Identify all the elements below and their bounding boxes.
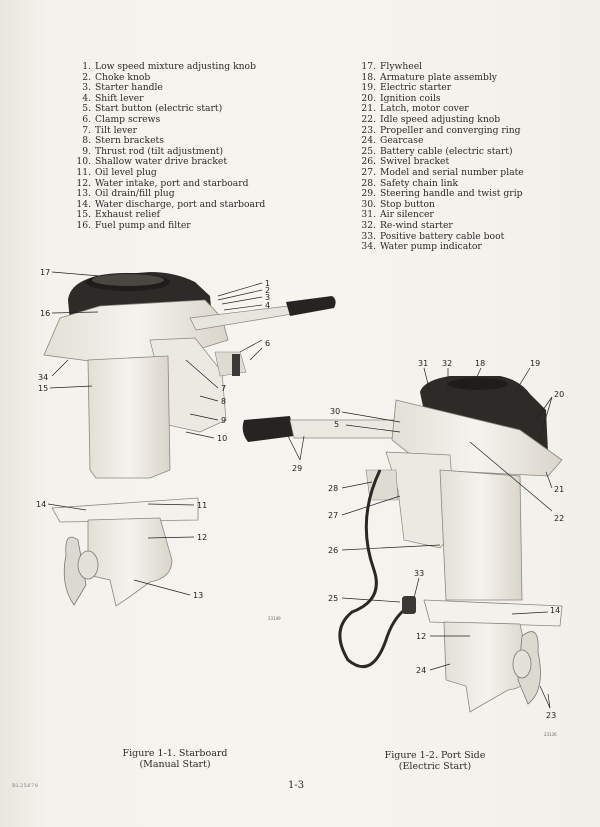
list-item: 1.Low speed mixture adjusting knob [82,61,256,72]
svg-text:23136: 23136 [544,732,557,737]
document-code: BL25678 [12,783,39,789]
svg-text:10: 10 [217,434,227,443]
list-item: 30.Stop button [361,198,435,210]
svg-text:11: 11 [197,501,207,510]
svg-text:15: 15 [38,384,48,393]
starboard-callout-labels: 17 1 2 3 4 16 6 34 15 7 8 9 10 14 11 12 … [36,268,281,621]
list-item: 10.Shallow water drive bracket [76,156,228,168]
list-item: 12.Water intake, port and starboard [76,177,249,189]
list-item: 27.Model and serial number plate [361,166,524,178]
svg-text:26: 26 [328,546,338,555]
svg-text:22: 22 [554,514,564,523]
svg-text:20: 20 [554,390,564,399]
list-item: 31.Air silencer [361,209,434,221]
list-item: 2.Choke knob [82,71,151,83]
svg-text:6: 6 [265,339,270,348]
svg-text:12: 12 [197,533,207,542]
svg-text:34: 34 [38,373,48,382]
svg-text:7: 7 [221,384,226,393]
svg-text:29: 29 [292,464,302,473]
svg-text:3: 3 [265,293,270,302]
list-item: 32.Re-wind starter [361,219,453,231]
starboard-motor-illustration [43,272,336,607]
svg-text:21: 21 [554,485,564,494]
page-number: 1-3 [288,780,305,791]
list-item: 19.Electric starter [361,82,452,94]
svg-text:30: 30 [330,407,340,416]
svg-text:33: 33 [414,569,424,578]
port-callouts [287,367,553,709]
list-item: 33.Positive battery cable boot [361,230,505,242]
svg-text:9: 9 [221,416,226,425]
svg-text:25: 25 [328,594,338,603]
svg-text:14: 14 [36,500,46,509]
svg-text:19: 19 [530,359,540,368]
list-item: 3.Starter handle [82,82,163,94]
svg-text:5: 5 [334,420,339,429]
list-item: 16.Fuel pump and filter [76,219,191,231]
port-motor-illustration [242,376,563,713]
svg-text:28: 28 [328,484,338,493]
port-callout-labels: 31 32 18 19 20 30 5 29 28 27 21 22 26 33… [292,359,564,737]
list-item: 5.Start button (electric start) [82,103,223,115]
list-item: 23.Propeller and converging ring [361,124,521,136]
list-item: 25.Battery cable (electric start) [361,145,513,157]
svg-text:16: 16 [40,309,50,318]
svg-text:1: 1 [265,279,270,288]
svg-text:23149: 23149 [268,616,281,621]
figure-caption-starboard: Figure 1-1. Starboard (Manual Start) [122,748,228,770]
starboard-callouts [47,271,263,596]
list-item: 24.Gearcase [361,135,424,147]
list-item: 4.Shift lever [82,92,144,104]
list-item: 11.Oil level plug [76,166,157,178]
list-item: 26.Swivel bracket [361,156,450,168]
svg-text:24: 24 [416,666,426,675]
svg-text:32: 32 [442,359,452,368]
parts-list-left: 1.Low speed mixture adjusting knob 2.Cho… [70,61,266,232]
svg-text:31: 31 [418,359,428,368]
list-item: 15.Exhaust relief [76,209,161,221]
list-item: 22.Idle speed adjusting knob [361,113,501,125]
list-item: 14.Water discharge, port and starboard [76,198,266,210]
svg-text:23: 23 [546,711,556,720]
list-item: 18.Armature plate assembly [361,71,497,83]
list-item: 34.Water pump indicator [361,241,482,253]
list-item: 6.Clamp screws [82,113,161,125]
list-item: 20.Ignition coils [361,92,441,104]
parts-list-right: 17.Flywheel 18.Armature plate assembly 1… [355,61,524,253]
list-item: 28.Safety chain link [361,177,459,189]
svg-text:14: 14 [550,606,560,615]
svg-text:13: 13 [193,591,203,600]
svg-text:17: 17 [40,268,50,277]
figure-caption-port: Figure 1-2. Port Side (Electric Start) [384,750,486,772]
list-item: 13.Oil drain/fill plug [76,188,175,200]
list-item: 21.Latch, motor cover [361,103,469,115]
svg-text:27: 27 [328,511,338,520]
list-item: 29.Steering handle and twist grip [361,188,523,200]
svg-text:12: 12 [416,632,426,641]
list-item: 7.Tilt lever [82,124,138,136]
list-item: 9.Thrust rod (tilt adjustment) [82,145,224,157]
svg-text:2: 2 [265,286,270,295]
list-item: 8.Stern brackets [82,135,164,147]
svg-text:4: 4 [265,301,270,310]
svg-text:18: 18 [475,359,485,368]
svg-text:8: 8 [221,397,226,406]
list-item: 17.Flywheel [361,61,423,72]
